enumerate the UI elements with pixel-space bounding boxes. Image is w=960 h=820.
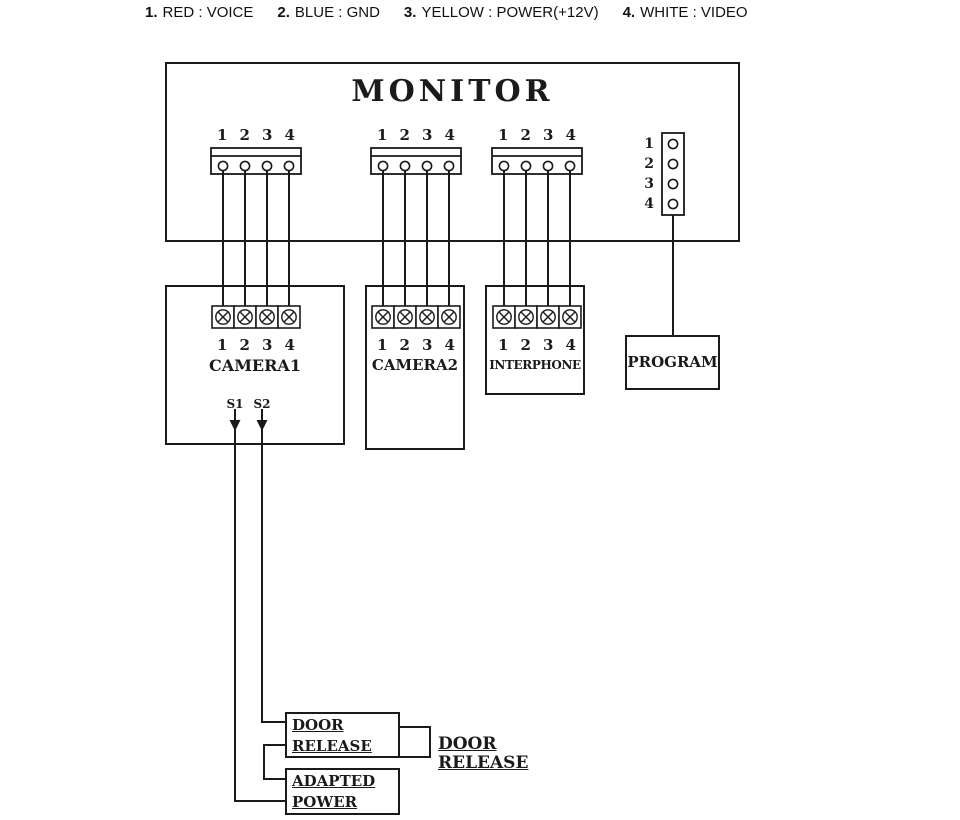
interphone-box bbox=[485, 285, 585, 395]
pin-number: 2 bbox=[520, 336, 531, 354]
pin-number: 2 bbox=[644, 156, 654, 172]
pin-number: 2 bbox=[239, 126, 250, 144]
pin-number: 3 bbox=[262, 126, 273, 144]
pin-number: 1 bbox=[644, 136, 654, 152]
pin-number: 3 bbox=[644, 176, 654, 192]
adapted-power-box-line2: POWER bbox=[292, 793, 358, 811]
pin-number: 1 bbox=[377, 336, 388, 354]
door-release-label-line1: DOOR bbox=[438, 734, 497, 754]
pin-number: 4 bbox=[284, 126, 295, 144]
pin-number: 3 bbox=[422, 336, 433, 354]
legend-item-video: 4.WHITE : VIDEO bbox=[623, 4, 748, 21]
interphone-label: INTERPHONE bbox=[489, 358, 581, 372]
pin-number: 3 bbox=[543, 126, 554, 144]
wire-color-legend: 1.RED : VOICE 2.BLUE : GND 3.YELLOW : PO… bbox=[145, 4, 748, 21]
legend-num: 3. bbox=[403, 4, 417, 21]
camera2-label: CAMERA2 bbox=[371, 356, 459, 374]
legend-text: RED : VOICE bbox=[162, 4, 254, 21]
pin-number: 3 bbox=[422, 126, 433, 144]
pin-number: 2 bbox=[399, 336, 410, 354]
program-box: PROGRAM bbox=[625, 335, 720, 390]
pin-number: 2 bbox=[239, 336, 250, 354]
camera1-label: CAMERA1 bbox=[209, 356, 301, 375]
monitor-box bbox=[165, 62, 740, 242]
monitor-title: MONITOR bbox=[351, 74, 554, 109]
legend-item-gnd: 2.BLUE : GND bbox=[277, 4, 380, 21]
legend-item-voice: 1.RED : VOICE bbox=[145, 4, 253, 21]
pin-number: 4 bbox=[565, 336, 576, 354]
pin-number: 4 bbox=[644, 196, 654, 212]
pin-number: 4 bbox=[444, 336, 455, 354]
legend-text: YELLOW : POWER(+12V) bbox=[421, 4, 599, 21]
pin-number: 1 bbox=[498, 336, 509, 354]
legend-num: 4. bbox=[622, 4, 636, 21]
pin-number: 1 bbox=[217, 336, 228, 354]
door-release-box-line1: DOOR bbox=[292, 716, 344, 734]
pin-number: 4 bbox=[444, 126, 455, 144]
pin-number: 1 bbox=[217, 126, 228, 144]
pin-number: 1 bbox=[377, 126, 388, 144]
pin-number: 1 bbox=[498, 126, 509, 144]
adapted-power-box-line1: ADAPTED bbox=[292, 772, 376, 790]
pin-number: 2 bbox=[520, 126, 531, 144]
legend-num: 2. bbox=[277, 4, 290, 21]
program-connector-pins: 1 2 3 4 bbox=[638, 134, 654, 214]
legend-text: WHITE : VIDEO bbox=[640, 4, 748, 21]
camera2-box bbox=[365, 285, 465, 450]
s2-label: S2 bbox=[253, 397, 271, 411]
pin-number: 2 bbox=[399, 126, 410, 144]
s1-label: S1 bbox=[226, 397, 244, 411]
door-release-box: DOOR RELEASE bbox=[285, 712, 400, 758]
door-release-box-line2: RELEASE bbox=[292, 737, 372, 755]
legend-text: BLUE : GND bbox=[294, 4, 380, 21]
pin-number: 3 bbox=[262, 336, 273, 354]
pin-number: 3 bbox=[543, 336, 554, 354]
door-release-bracket-label: DOOR RELEASE bbox=[438, 735, 528, 773]
legend-num: 1. bbox=[145, 4, 158, 21]
door-release-label-line2: RELEASE bbox=[438, 753, 529, 773]
pin-number: 4 bbox=[284, 336, 295, 354]
pin-number: 4 bbox=[565, 126, 576, 144]
adapted-power-box: ADAPTED POWER bbox=[285, 768, 400, 815]
legend-item-power: 3.YELLOW : POWER(+12V) bbox=[404, 4, 599, 21]
program-label: PROGRAM bbox=[627, 353, 718, 371]
